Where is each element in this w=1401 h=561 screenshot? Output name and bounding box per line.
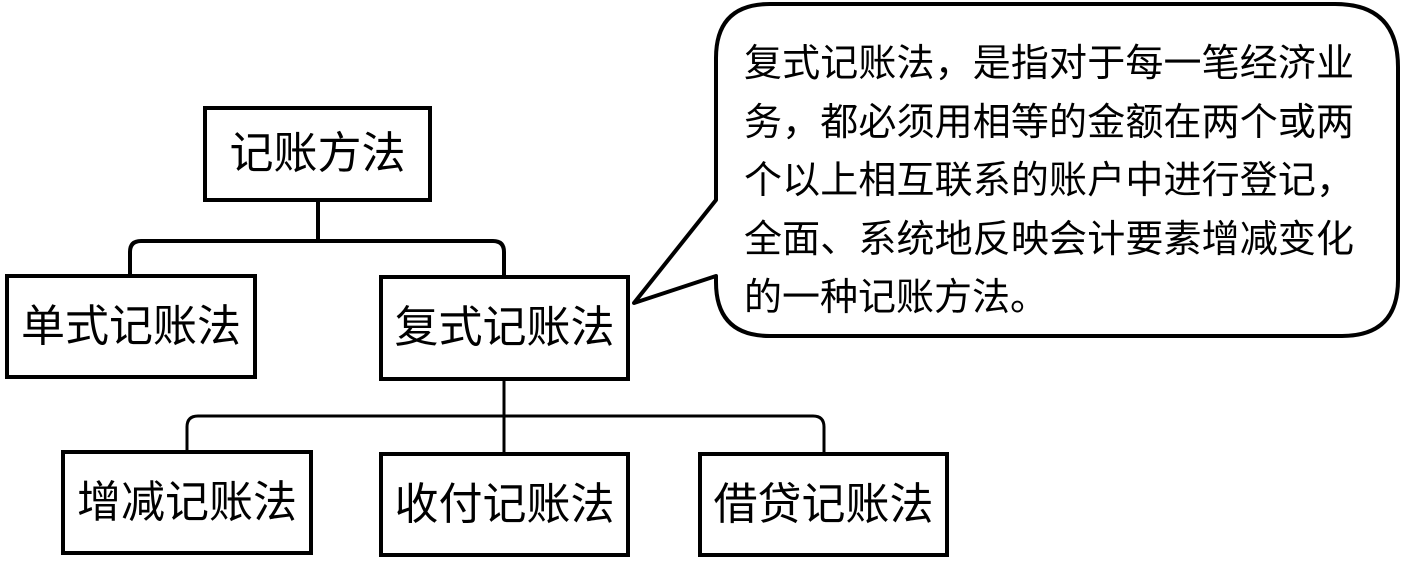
connector-double-to-level2 xyxy=(185,381,826,452)
node-label: 增减记账法 xyxy=(77,476,297,528)
node-label: 复式记账法 xyxy=(394,302,615,353)
node-single-entry: 单式记账法 xyxy=(5,274,257,379)
node-bookkeeping-methods: 记账方法 xyxy=(203,106,432,202)
callout-definition-text: 复式记账法，是指对于每一笔经济业务，都必须用相等的金额在两个或两个以上相互联系的… xyxy=(744,41,1354,319)
node-label: 收付记账法 xyxy=(394,478,615,530)
node-receipt-payment: 收付记账法 xyxy=(379,452,630,557)
node-increase-decrease: 增减记账法 xyxy=(61,450,313,555)
node-label: 借贷记账法 xyxy=(713,478,934,530)
node-debit-credit: 借贷记账法 xyxy=(698,452,949,557)
node-double-entry: 复式记账法 xyxy=(379,275,630,381)
node-label: 记账方法 xyxy=(229,128,406,179)
callout-bubble xyxy=(632,2,1400,338)
connector-root-to-level1 xyxy=(128,202,506,275)
node-label: 单式记账法 xyxy=(21,300,241,352)
